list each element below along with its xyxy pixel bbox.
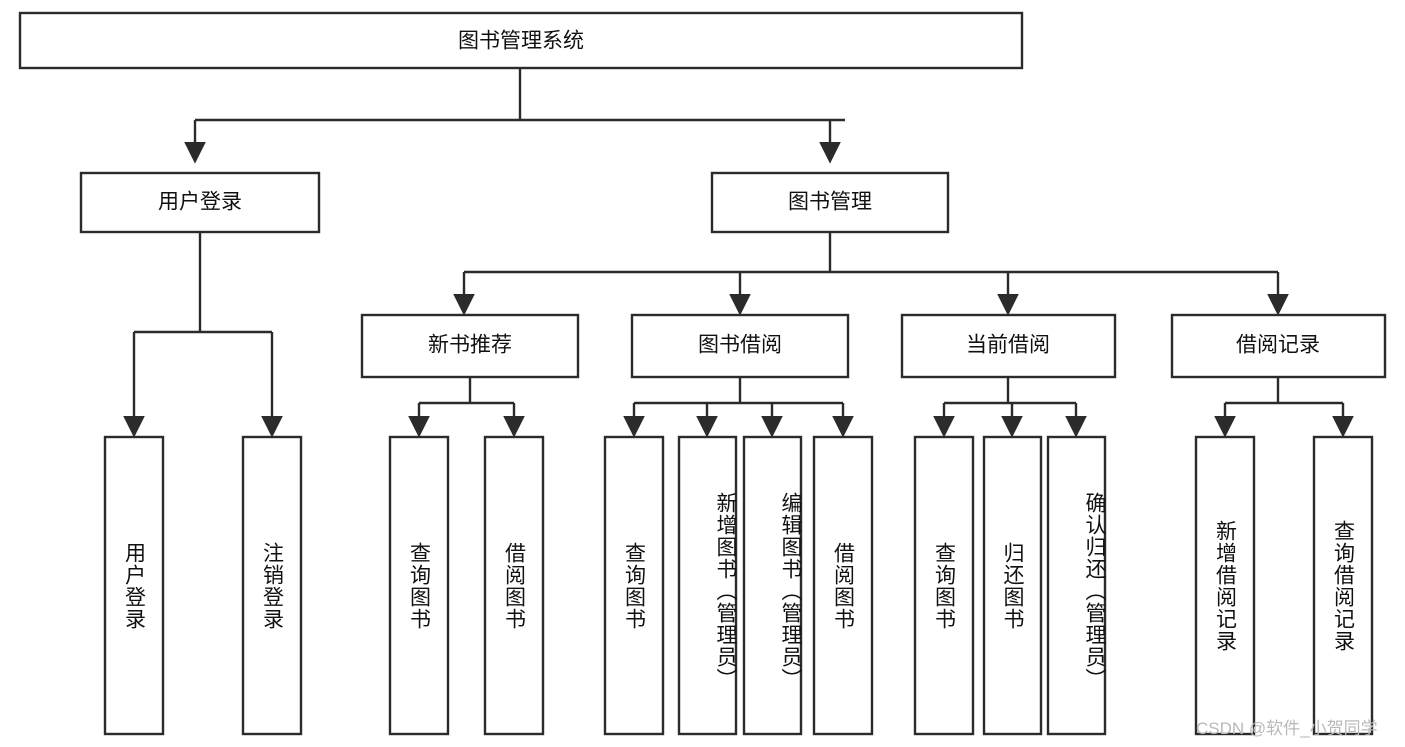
node-borrow-record[interactable]: 借阅记录 (1170, 313, 1387, 379)
node-user-login-label: 用户登录 (158, 191, 242, 214)
node-new-book-recommend[interactable]: 新书推荐 (360, 313, 580, 379)
node-leaf-user-login-1[interactable] (103, 435, 165, 736)
connector-recommend-to-leaves (408, 377, 525, 438)
node-leaf-borrow-4-label: 借阅图书 (831, 541, 855, 630)
node-leaf-current-3-label: 确认归还（管理员） (1083, 491, 1106, 690)
node-book-borrow-label: 图书借阅 (698, 334, 782, 357)
node-book-manage[interactable]: 图书管理 (710, 171, 950, 234)
node-leaf-record-2[interactable] (1312, 435, 1374, 736)
node-leaf-recommend-2[interactable] (483, 435, 545, 736)
node-leaf-recommend-2-label: 借阅图书 (502, 541, 526, 630)
connector-root-to-level1 (184, 68, 845, 164)
node-new-book-recommend-label: 新书推荐 (428, 334, 512, 357)
node-leaf-current-1[interactable] (913, 435, 975, 736)
connector-borrowrecord-to-leaves (1214, 377, 1354, 438)
node-leaf-record-1-label: 新增借阅记录 (1213, 519, 1237, 652)
node-leaf-borrow-4[interactable] (812, 435, 874, 736)
node-leaf-record-2-label: 查询借阅记录 (1331, 519, 1355, 652)
node-leaf-current-2[interactable] (982, 435, 1043, 736)
node-leaf-current-1-label: 查询图书 (932, 541, 956, 630)
node-leaf-current-3[interactable] (1046, 435, 1107, 736)
connector-bookborrow-to-leaves (623, 377, 854, 438)
node-leaf-borrow-3-label: 编辑图书（管理员） (779, 491, 802, 690)
connector-userlogin-to-leaves (123, 232, 283, 438)
node-leaf-borrow-3[interactable] (742, 435, 803, 736)
node-leaf-borrow-2[interactable] (677, 435, 738, 736)
node-user-login[interactable]: 用户登录 (79, 171, 321, 234)
connector-bookmanage-to-level2 (453, 232, 1289, 316)
node-leaf-borrow-1-label: 查询图书 (622, 541, 646, 630)
node-leaf-current-2-label: 归还图书 (1001, 541, 1024, 630)
node-leaf-recommend-1-label: 查询图书 (407, 541, 431, 630)
node-current-borrow-label: 当前借阅 (966, 334, 1050, 357)
node-leaf-borrow-2-label: 新增图书（管理员） (714, 491, 737, 690)
node-leaf-user-login-1-label: 用户登录 (122, 541, 146, 630)
node-book-borrow[interactable]: 图书借阅 (630, 313, 850, 379)
node-root[interactable]: 图书管理系统 (18, 11, 1024, 70)
node-borrow-record-label: 借阅记录 (1236, 334, 1320, 357)
node-leaf-recommend-1[interactable] (388, 435, 450, 736)
node-leaf-user-login-2[interactable] (241, 435, 303, 736)
connector-currentborrow-to-leaves (933, 377, 1087, 438)
node-leaf-user-login-2-label: 注销登录 (260, 541, 284, 630)
node-root-label: 图书管理系统 (458, 30, 584, 53)
node-leaf-borrow-1[interactable] (603, 435, 665, 736)
watermark: CSDN @软件_小贺同学 (1196, 719, 1378, 738)
node-book-manage-label: 图书管理 (788, 191, 872, 214)
node-current-borrow[interactable]: 当前借阅 (900, 313, 1117, 379)
node-leaf-record-1[interactable] (1194, 435, 1256, 736)
